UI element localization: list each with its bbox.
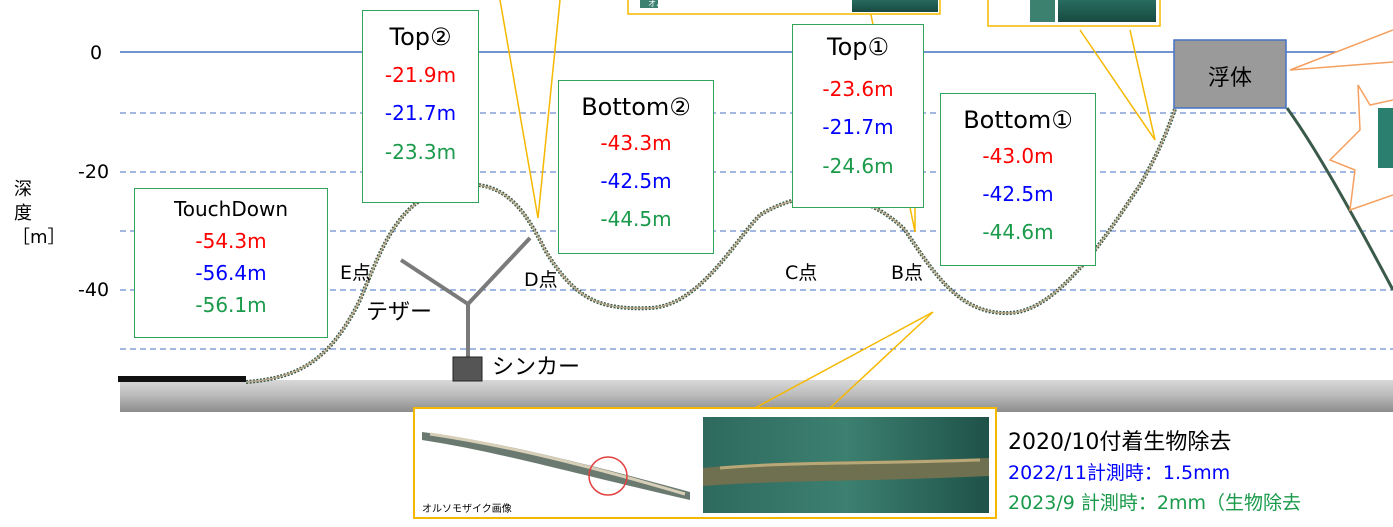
y-axis-label: 深度［m］: [12, 179, 66, 248]
note-2023: 2023/9 計測時：2mm（生物除去: [1008, 492, 1301, 514]
float-label: 浮体: [1207, 66, 1252, 91]
measurement-value-blue: -42.5m: [600, 169, 672, 193]
measurement-value-green: -44.5m: [600, 207, 672, 231]
measurement-value-green: -23.3m: [384, 140, 457, 164]
measurement-box-top2: Top② -21.9m -21.7m -23.3m: [362, 10, 479, 203]
measurement-value-green: -44.6m: [982, 220, 1054, 244]
measurement-title: Top①: [826, 33, 889, 61]
highlight-circle: [588, 456, 628, 496]
float: [1173, 39, 1287, 109]
measurement-title: Top②: [389, 23, 452, 51]
sinker: [452, 356, 483, 382]
note-2022: 2022/11計測時：1.5mm: [1008, 462, 1231, 484]
measurement-value-blue: -42.5m: [982, 182, 1054, 206]
mooring-line-right: [1285, 107, 1393, 291]
measurement-value-blue: -21.7m: [384, 101, 457, 125]
measurement-title: Bottom①: [963, 106, 1073, 134]
measurement-value-red: -23.6m: [822, 77, 894, 101]
anchor-chain: [118, 376, 246, 382]
ortho-label: オルソモザイク画像: [422, 504, 512, 515]
float-callout: [1289, 29, 1393, 71]
tether-label: テザー: [366, 300, 433, 325]
measurement-title: Bottom②: [581, 93, 691, 121]
sinker-label: シンカー: [492, 355, 581, 380]
measurement-value-green: -56.1m: [195, 293, 267, 317]
tick-minus-40: -40: [78, 279, 110, 301]
point-d-label: D点: [524, 269, 558, 291]
point-c-label: C点: [785, 262, 818, 284]
ortho-label-top: オルソモザイク画像: [648, 0, 720, 8]
measurement-value-blue: -56.4m: [195, 261, 267, 285]
measurement-value-red: -43.0m: [982, 144, 1054, 168]
measurement-box-bottom1: Bottom① -43.0m -42.5m -44.6m: [940, 93, 1096, 266]
measurement-value-red: -54.3m: [195, 229, 267, 253]
right-burst: [1328, 84, 1393, 212]
note-removal: 2020/10付着生物除去: [1008, 430, 1232, 455]
point-e-label: E点: [340, 262, 372, 284]
tick-minus-20: -20: [78, 161, 110, 183]
measurement-value-red: -43.3m: [600, 131, 672, 155]
point-b-label: B点: [891, 262, 924, 284]
measurement-title: TouchDown: [173, 197, 289, 221]
tick-0: 0: [90, 42, 103, 64]
tether: [399, 236, 532, 358]
measurement-value-green: -24.6m: [822, 154, 894, 178]
measurement-value-red: -21.9m: [384, 63, 457, 87]
measurement-box-touchdown: TouchDown -54.3m -56.4m -56.1m: [134, 188, 328, 338]
measurement-box-bottom2: Bottom② -43.3m -42.5m -44.5m: [558, 80, 714, 254]
measurement-box-top1: Top① -23.6m -21.7m -24.6m: [792, 24, 924, 208]
measurement-value-blue: -21.7m: [822, 115, 894, 139]
